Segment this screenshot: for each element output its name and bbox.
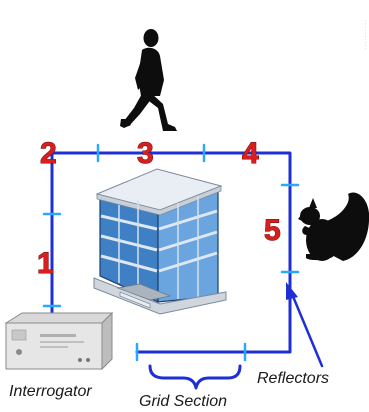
walking-person-icon — [120, 29, 177, 131]
reflectors-label: Reflectors — [257, 370, 329, 387]
building-floors-left — [100, 214, 158, 273]
fiber-path — [50, 151, 292, 354]
fiber-ticks — [42, 143, 300, 362]
building-mullions — [118, 196, 199, 299]
building-floors-right — [158, 209, 218, 273]
interrogator-label: Interrogator — [9, 383, 92, 400]
position-4: 4 — [242, 137, 259, 170]
svg-text:· · · · · · · · · ·: · · · · · · · · · · — [362, 20, 368, 49]
position-3: 3 — [137, 137, 154, 170]
position-numbers: 2 3 4 5 1 — [37, 137, 282, 281]
interrogator-device-icon — [4, 311, 114, 371]
grid-section-label: Grid Section — [139, 393, 227, 410]
grid-section-brace — [148, 364, 242, 390]
reflectors-arrow — [286, 282, 324, 368]
position-2: 2 — [40, 137, 57, 170]
squirrel-icon — [298, 192, 369, 261]
position-1: 1 — [37, 247, 54, 280]
fiber-loop — [50, 151, 292, 354]
position-5: 5 — [264, 214, 281, 247]
office-building-icon — [93, 168, 227, 315]
side-text: · · · · · · · · · · — [362, 20, 368, 49]
